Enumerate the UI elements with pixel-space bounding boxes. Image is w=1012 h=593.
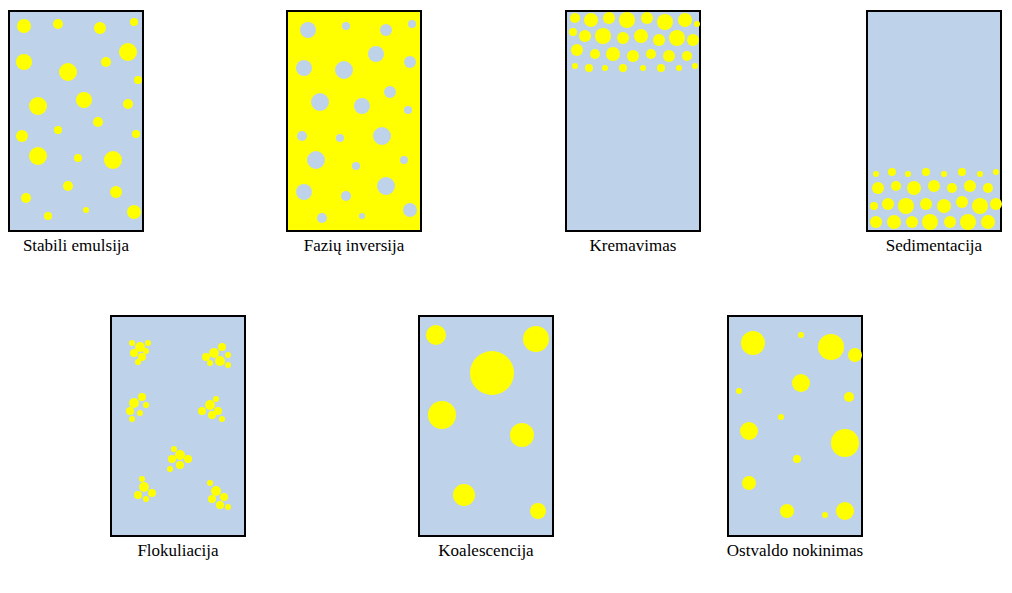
phase-inversion-panel: Fazių inversija [286, 10, 422, 232]
panel-caption: Fazių inversija [244, 236, 464, 256]
creaming-panel [566, 11, 700, 231]
creaming-panel: Kremavimas [565, 10, 701, 232]
ostwald-ripening-panel [728, 316, 862, 536]
coalescence-panel: Koalescencija [418, 315, 554, 537]
sedimentation-panel: Sedimentacija [866, 10, 1002, 232]
panel-caption: Flokuliacija [68, 541, 288, 561]
stable-emulsion-panel [9, 11, 143, 231]
phase-inversion-panel [287, 11, 421, 231]
panel-caption: Ostvaldo nokinimas [685, 541, 905, 561]
stable-emulsion-panel: Stabili emulsija [8, 10, 144, 232]
ostwald-ripening-panel: Ostvaldo nokinimas [727, 315, 863, 537]
coalescence-panel [419, 316, 553, 536]
panel-caption: Koalescencija [376, 541, 596, 561]
panel-caption: Sedimentacija [824, 236, 1012, 256]
flocculation-panel: Flokuliacija [110, 315, 246, 537]
sedimentation-panel [867, 11, 1002, 231]
panel-caption: Kremavimas [523, 236, 743, 256]
flocculation-panel [111, 316, 245, 536]
panel-caption: Stabili emulsija [0, 236, 186, 256]
